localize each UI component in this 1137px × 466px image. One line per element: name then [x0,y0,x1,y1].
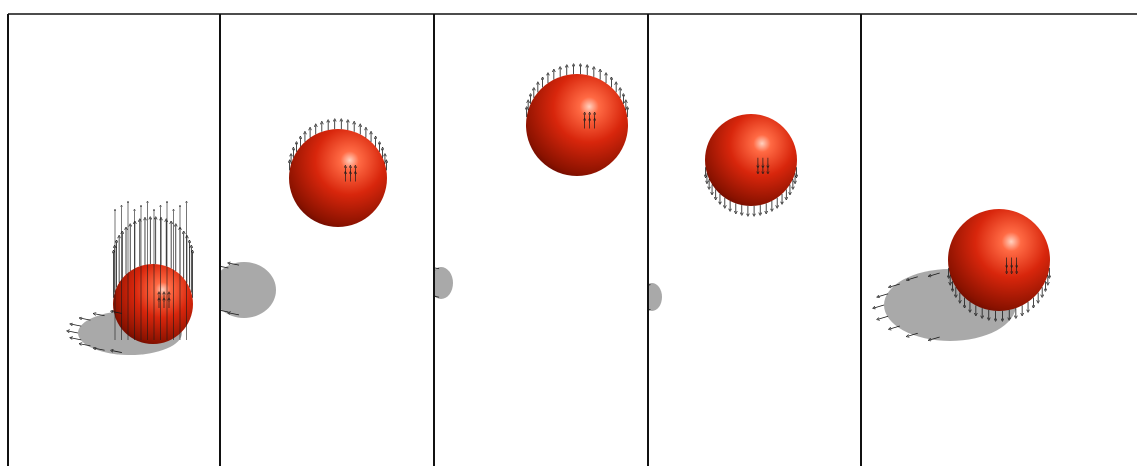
red-ball [526,74,628,176]
shadow-arrow [874,304,885,308]
shadow-arrow [112,311,122,314]
shadow-arrow [908,276,918,280]
shadow-arrow [204,297,214,299]
shadow-arrow [95,314,105,317]
shadow-arrow [229,313,240,316]
shadow-arrow [210,304,220,306]
shadow-arrow [68,331,79,334]
shadow-arrow [95,348,105,351]
shadow-arrow [633,301,643,304]
shadow-arrow [632,297,642,300]
shadow-arrow [890,283,900,287]
shadow-arrow [71,338,82,341]
shadow-arrow [419,281,429,283]
shadow-arrow [112,351,122,353]
red-ball [289,129,387,227]
shadow-arrow [210,272,220,274]
shadow-arrow [80,344,91,347]
shadow-arrow [908,332,918,336]
ball-shadow [434,267,453,299]
red-ball [705,114,797,206]
shadow-arrow [878,315,889,319]
shadow-arrow [422,290,432,292]
ball-shadow [220,262,276,318]
shadow-arrow [422,272,432,274]
shadow-arrow [420,276,430,278]
shadow-arrow [890,325,900,329]
shadow-arrow [229,263,240,266]
shadow-arrow [202,288,212,290]
shadow-arrow [204,279,214,281]
shadow-arrow [71,324,82,327]
red-ball [948,209,1050,311]
shadow-arrow [634,289,644,292]
shadow-arrow [930,272,940,276]
ball-shadow [648,283,662,311]
shadow-arrow [637,308,647,311]
shadow-arrow [80,318,91,321]
shadow-arrow [878,293,889,297]
shadow-arrow [633,293,643,296]
shadow-arrow [930,336,940,340]
shadow-arrow [420,286,430,288]
shadow-arrow [634,305,644,308]
red-ball [113,264,193,344]
shadow-arrow [637,286,647,289]
